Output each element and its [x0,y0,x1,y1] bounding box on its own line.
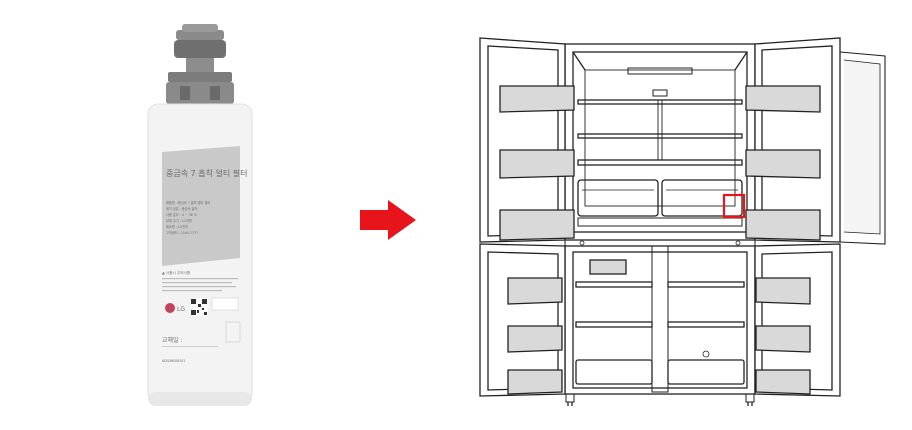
filter-location-highlight [722,193,746,219]
caution-title: ▲ 사용시 주의사항 [162,270,191,275]
cap-stem [186,58,214,74]
cap-collar [168,72,232,82]
cap-top [182,24,218,32]
lower-shelves [575,259,745,385]
foot-left [565,393,575,403]
cap-base [166,82,234,104]
cap-notch-left [180,86,190,100]
cap-notch-right [210,86,220,100]
filter-info-line: 제조원 : LG전자 [166,224,188,229]
right-lower-door-bins [755,277,811,395]
left-lower-door-bins [507,277,563,395]
lg-logo-icon [165,303,175,313]
filter-info-line: 제품명 : 중금속 7 흡착 얼티 필터 [166,200,210,205]
filter-info-line: 제거 성분 : 중금속 흡착 [166,206,198,211]
caution-line [162,282,232,284]
filter-info-block: 제품명 : 중금속 7 흡착 얼티 필터 제거 성분 : 중금속 흡착 사용 온… [166,200,210,235]
exchange-box [225,321,241,343]
cap-top-ring [176,30,224,40]
exchange-label: 교체일 : [162,336,183,344]
logo-text: LG [177,306,185,313]
refrigerator-drawing [479,37,886,406]
caution-line [162,290,222,292]
water-filter-cartridge: 중금속 7 흡착 얼티 필터 제품명 : 중금속 7 흡착 얼티 필터 제거 성… [140,22,260,412]
crisper-drawers [577,179,743,217]
foot-right [745,393,755,403]
serial-number: ADQ36006101 [162,359,185,363]
filter-info-line: 고객센터 : 1544-7777 [166,230,198,235]
filter-title: 중금속 7 흡착 얼티 필터 [166,168,248,178]
caution-line [162,286,236,288]
upper-cabinet [564,43,756,241]
filter-bottom [148,392,252,406]
filter-info-line: 사용 온도 : 4 ~ 38 ℃ [166,212,198,217]
left-upper-door-bins [499,85,575,241]
arrow-right-icon [358,198,420,242]
water-filter-drawing: 중금속 7 흡착 얼티 필터 제품명 : 중금속 7 흡착 얼티 필터 제거 성… [147,24,253,406]
refrigerator-illustration [470,30,890,420]
caution-line [162,278,238,280]
exchange-line [162,346,218,347]
filter-label [162,146,240,266]
upper-interior [572,51,748,233]
right-upper-door-bins [745,85,821,241]
cap-neck [174,40,226,58]
qr-code-icon [190,298,208,316]
model-box [211,297,239,311]
upper-shelf [577,99,743,166]
filter-info-line: 교체 주기 : 12개월 [166,218,192,223]
